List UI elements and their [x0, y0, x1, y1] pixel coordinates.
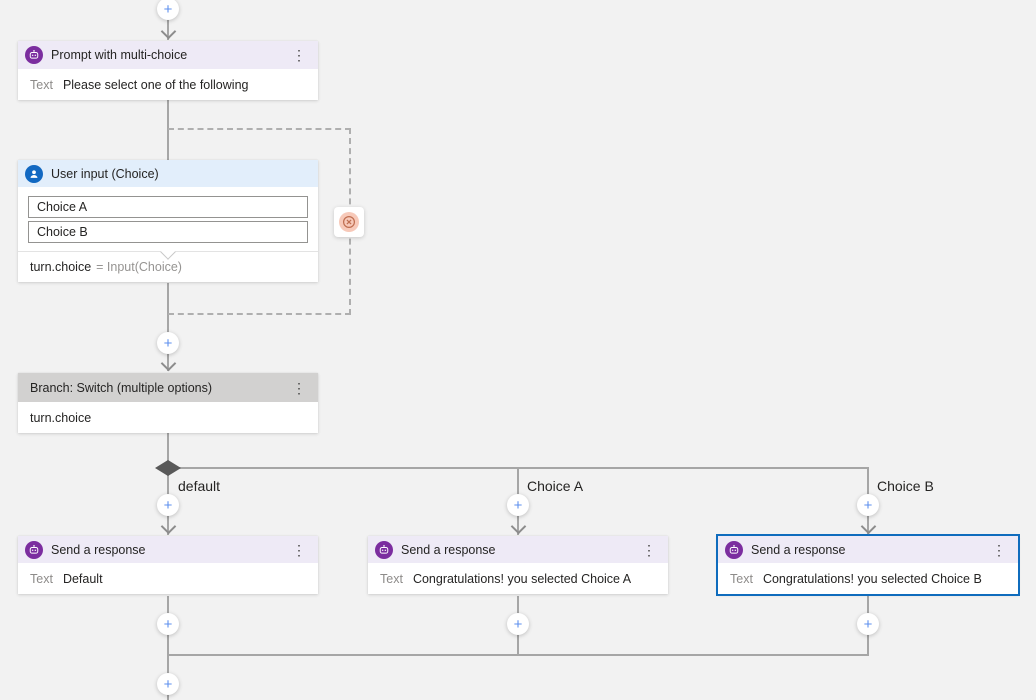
node-title: Send a response	[751, 542, 846, 557]
branch-label-default: default	[178, 478, 221, 494]
connector-line	[167, 433, 169, 463]
merge-line	[167, 654, 869, 656]
add-node-button[interactable]: +	[157, 613, 179, 635]
add-node-button[interactable]: +	[157, 0, 179, 20]
user-icon	[25, 164, 43, 183]
add-node-button[interactable]: +	[857, 494, 879, 516]
more-options-icon[interactable]: ⋮	[286, 46, 312, 64]
bot-icon	[25, 46, 43, 64]
field-value: Congratulations! you selected Choice A	[412, 571, 632, 586]
add-node-button[interactable]: +	[507, 613, 529, 635]
node-title: Branch: Switch (multiple options)	[30, 380, 213, 395]
node-title: Prompt with multi-choice	[51, 48, 188, 62]
response-node-body: Text Congratulations! you selected Choic…	[368, 563, 668, 594]
more-options-icon[interactable]: ⋮	[986, 541, 1012, 559]
user-input-node-header: User input (Choice)	[18, 160, 318, 187]
field-label: Text	[30, 571, 53, 586]
add-node-button[interactable]: +	[857, 613, 879, 635]
node-title: Send a response	[51, 542, 146, 557]
prompt-node-header: Prompt with multi-choice ⋮	[18, 41, 318, 69]
branch-line	[167, 467, 869, 469]
add-node-button[interactable]: +	[157, 494, 179, 516]
branch-switch-node[interactable]: Branch: Switch (multiple options) ⋮ turn…	[18, 373, 318, 433]
add-node-button[interactable]: +	[157, 332, 179, 354]
field-value: Please select one of the following	[62, 77, 249, 92]
branch-condition-value: turn.choice	[30, 410, 92, 425]
field-value: Default	[62, 571, 103, 586]
bot-icon	[725, 540, 743, 559]
response-node-header: Send a response ⋮	[368, 536, 668, 563]
send-response-node-choice-b[interactable]: Send a response ⋮ Text Congratulations! …	[716, 534, 1020, 596]
node-title: Send a response	[401, 542, 496, 557]
node-divider	[18, 244, 318, 260]
more-options-icon[interactable]: ⋮	[286, 541, 312, 559]
escalation-node[interactable]	[334, 207, 364, 237]
user-input-node[interactable]: User input (Choice) Choice A Choice B tu…	[18, 160, 318, 282]
node-title: User input (Choice)	[51, 166, 159, 181]
branch-label-choice-b: Choice B	[877, 478, 934, 494]
connector-line	[167, 596, 169, 700]
branch-node-header: Branch: Switch (multiple options) ⋮	[18, 373, 318, 402]
send-response-node-default[interactable]: Send a response ⋮ Text Default	[18, 536, 318, 594]
send-response-node-choice-a[interactable]: Send a response ⋮ Text Congratulations! …	[368, 536, 668, 594]
bot-icon	[25, 540, 43, 559]
connector-line	[167, 100, 169, 160]
arrow-down-icon	[510, 518, 527, 535]
connector-line	[167, 0, 169, 40]
field-label: Text	[730, 571, 753, 586]
prompt-node[interactable]: Prompt with multi-choice ⋮ Text Please s…	[18, 41, 318, 100]
cancel-circle-icon	[339, 212, 359, 232]
add-node-button[interactable]: +	[507, 494, 529, 516]
response-node-header: Send a response ⋮	[18, 536, 318, 563]
variable-name: turn.choice	[30, 260, 92, 274]
response-node-body: Text Default	[18, 563, 318, 594]
branch-label-choice-a: Choice A	[527, 478, 584, 494]
field-value: Congratulations! you selected Choice B	[762, 571, 982, 586]
prompt-node-body: Text Please select one of the following	[18, 69, 318, 100]
choice-option: Choice B	[28, 221, 308, 243]
branch-node-body: turn.choice	[18, 402, 318, 433]
field-label: Text	[380, 571, 403, 586]
connector-line	[167, 283, 169, 371]
branch-diamond	[155, 460, 181, 476]
arrow-down-icon	[160, 23, 177, 40]
response-node-header: Send a response ⋮	[718, 536, 1018, 563]
more-options-icon[interactable]: ⋮	[636, 541, 662, 559]
more-options-icon[interactable]: ⋮	[286, 379, 312, 397]
response-node-body: Text Congratulations! you selected Choic…	[718, 563, 1018, 594]
variable-assignment: turn.choice = Input(Choice)	[18, 252, 318, 282]
add-node-button[interactable]: +	[157, 673, 179, 695]
arrow-down-icon	[160, 518, 177, 535]
field-label: Text	[30, 77, 53, 92]
choice-options: Choice A Choice B	[18, 187, 318, 251]
arrow-down-icon	[860, 518, 877, 535]
bot-icon	[375, 540, 393, 559]
arrow-down-icon	[160, 355, 177, 372]
choice-option: Choice A	[28, 196, 308, 218]
variable-value: = Input(Choice)	[96, 260, 182, 274]
